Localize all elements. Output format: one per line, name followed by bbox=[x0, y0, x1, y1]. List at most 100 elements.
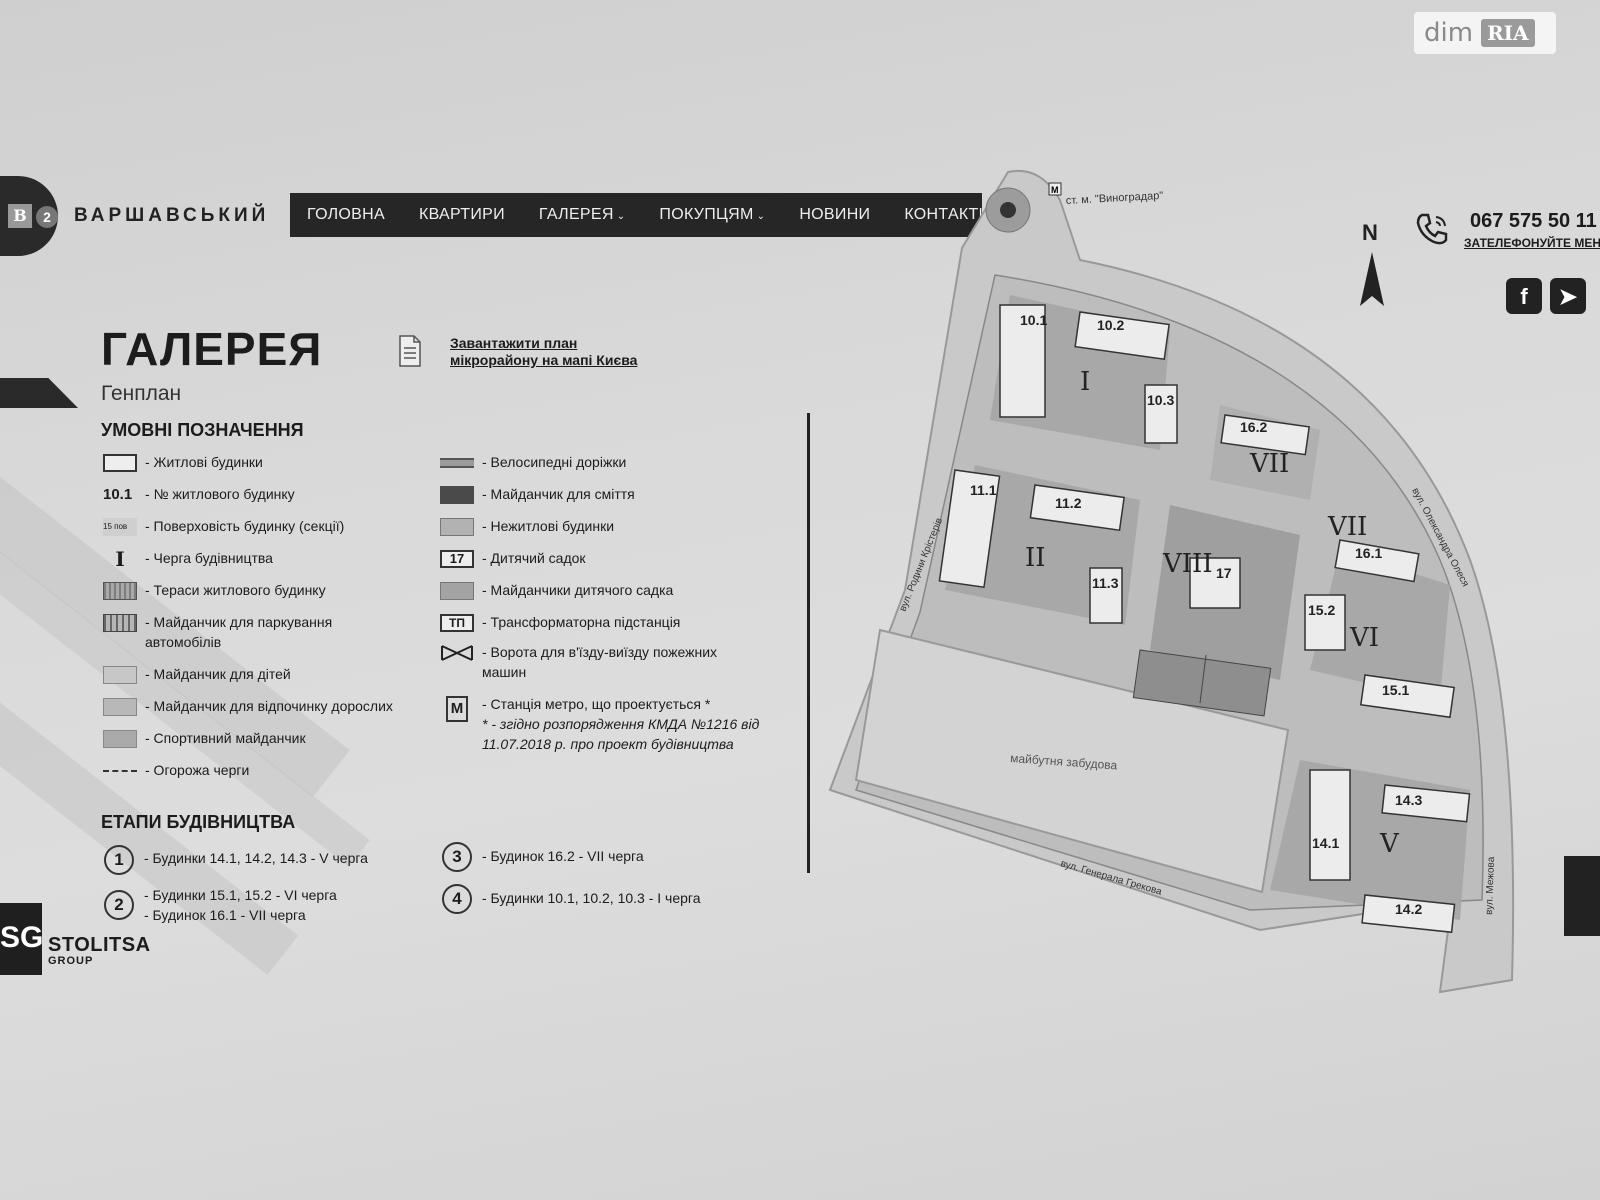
building-11-1 bbox=[938, 469, 1001, 589]
legend-text: - Тераси житлового будинку bbox=[145, 582, 326, 598]
trash-area-symbol bbox=[440, 486, 474, 504]
queue-labels: I II VII VIII VII VI V bbox=[1025, 367, 1400, 859]
facebook-icon[interactable]: f bbox=[1506, 278, 1542, 314]
stage-number: 2 bbox=[104, 890, 134, 920]
legend-text: - Велосипедні доріжки bbox=[482, 454, 627, 470]
legend-item: - Майданчики дитячого садка bbox=[440, 580, 673, 600]
developer-logo: SG bbox=[0, 903, 42, 975]
legend-item: - Житлові будинки bbox=[103, 452, 263, 472]
building-10-2 bbox=[1074, 311, 1170, 361]
metro-station-label: ст. м. "Виноградар" bbox=[1066, 190, 1164, 207]
stage-number: 3 bbox=[442, 842, 472, 872]
download-link-line: мікрорайону на мапі Києва bbox=[450, 352, 638, 368]
north-arrow-icon bbox=[1360, 252, 1384, 306]
legend-item: ТП - Трансформаторна підстанція bbox=[440, 612, 680, 632]
legend-heading: УМОВНІ ПОЗНАЧЕННЯ bbox=[101, 420, 304, 440]
sports-ground-symbol bbox=[103, 730, 137, 748]
side-tab[interactable] bbox=[1564, 856, 1600, 936]
legend-text: - Ворота для в'їзду-виїзду пожежних маши… bbox=[482, 644, 718, 680]
download-plan-link[interactable]: Завантажити план мікрорайону на мапі Киє… bbox=[450, 335, 637, 369]
bike-path-symbol bbox=[440, 458, 474, 468]
kindergarten-area-symbol bbox=[440, 582, 474, 600]
building-label: 15.1 bbox=[1382, 682, 1409, 698]
nav-label: КВАРТИРИ bbox=[418, 206, 505, 223]
legend-text: - Поверховість будинку (секції) bbox=[145, 518, 345, 534]
queue-label: V bbox=[1379, 829, 1400, 859]
fire-gate-icon bbox=[441, 645, 473, 661]
chevron-down-icon: ⌄ bbox=[616, 211, 626, 222]
legend-text: - Майданчик для сміття bbox=[482, 486, 635, 502]
building-number-symbol: 10.1 bbox=[103, 486, 133, 503]
nav-item-apartments[interactable]: КВАРТИРИ bbox=[419, 206, 505, 224]
nav-item-buyers[interactable]: ПОКУПЦЯМ⌄ bbox=[659, 206, 765, 224]
building-label: 14.1 bbox=[1312, 835, 1339, 851]
brand-logo[interactable]: B 2 ВАРШАВСЬКИЙ bbox=[0, 176, 269, 256]
legend-item: - Майданчик для дітей bbox=[103, 664, 291, 684]
roundabout-center bbox=[1000, 202, 1016, 218]
adults-area-symbol bbox=[103, 698, 137, 716]
stage-text: - Будинки 14.1, 14.2, 14.3 - V черга bbox=[144, 850, 368, 866]
phone-icon[interactable] bbox=[1412, 209, 1452, 249]
metro-note: * - згідно розпорядження КМДА №1216 від … bbox=[482, 716, 760, 752]
legend-text: - Житлові будинки bbox=[145, 454, 263, 470]
building-label: 16.1 bbox=[1355, 545, 1382, 561]
nav-item-contacts[interactable]: КОНТАКТИ bbox=[904, 206, 990, 224]
download-link-line: Завантажити план bbox=[450, 335, 578, 351]
queue-label: I bbox=[1080, 367, 1090, 397]
metro-legend-text: - Станція метро, що проектується * bbox=[482, 696, 711, 712]
kids-playground-symbol bbox=[103, 666, 137, 684]
nav-label: ПОКУПЦЯМ bbox=[659, 206, 754, 223]
telegram-icon[interactable]: ➤ bbox=[1550, 278, 1586, 314]
page-title: ГАЛЕРЕЯ bbox=[101, 323, 323, 375]
site-plan-map[interactable]: майбутня забудова ст. м. "Виноградар" M … bbox=[816, 148, 1600, 998]
legend-item: - Майданчик для паркування автомобілів bbox=[103, 612, 403, 652]
legend-text: - Майданчик для відпочинку дорослих bbox=[145, 698, 393, 714]
building-label: 11.1 bbox=[970, 482, 997, 498]
legend-item: - Майданчик для сміття bbox=[440, 484, 635, 504]
legend-item: - Майданчик для відпочинку дорослих bbox=[103, 696, 393, 716]
building-label: 10.1 bbox=[1020, 312, 1047, 328]
legend-item: 15 пов - Поверховість будинку (секції) bbox=[103, 516, 344, 536]
legend-text: - Спортивний майданчик bbox=[145, 730, 306, 746]
watermark-ria: RIA bbox=[1481, 19, 1535, 47]
building-14-3 bbox=[1381, 784, 1471, 823]
legend-text: - Огорожа черги bbox=[145, 762, 250, 778]
queue-label: VI bbox=[1349, 623, 1379, 653]
kindergarten-symbol: 17 bbox=[440, 550, 474, 568]
legend-item: - Огорожа черги bbox=[103, 760, 249, 780]
main-nav: ГОЛОВНА КВАРТИРИ ГАЛЕРЕЯ⌄ ПОКУПЦЯМ⌄ НОВИ… bbox=[290, 193, 990, 237]
queue-label: VII bbox=[1249, 449, 1289, 479]
legend-item: - Велосипедні доріжки bbox=[440, 452, 626, 472]
nav-item-news[interactable]: НОВИНИ bbox=[799, 206, 870, 224]
building-10-3 bbox=[1144, 384, 1178, 444]
building-15-2 bbox=[1304, 594, 1346, 651]
nav-label: ГОЛОВНА bbox=[307, 206, 385, 223]
building-labels: 10.1 10.2 10.3 11.1 11.2 11.3 16.2 16.1 … bbox=[970, 312, 1422, 917]
building-label: 15.2 bbox=[1308, 602, 1335, 618]
developer-name: STOLITSA bbox=[48, 934, 151, 956]
legend-item: - Спортивний майданчик bbox=[103, 728, 306, 748]
nav-label: ГАЛЕРЕЯ bbox=[538, 206, 614, 223]
legend-text: - Черга будівництва bbox=[145, 550, 273, 566]
nav-item-home[interactable]: ГОЛОВНА bbox=[307, 206, 385, 224]
legend-text: - Станція метро, що проектується * * - з… bbox=[482, 694, 782, 754]
callback-link[interactable]: ЗАТЕЛЕФОНУЙТЕ МЕНІ bbox=[1464, 236, 1600, 250]
building-16-1 bbox=[1334, 539, 1420, 583]
building-label: 11.3 bbox=[1092, 575, 1119, 591]
legend-item: M - Станція метро, що проектується * * -… bbox=[440, 694, 790, 754]
phone-number[interactable]: 067 575 50 11 bbox=[1470, 210, 1597, 232]
nav-item-gallery[interactable]: ГАЛЕРЕЯ⌄ bbox=[539, 206, 625, 224]
courtyard-VI bbox=[1310, 550, 1450, 700]
building-label: 10.3 bbox=[1147, 392, 1174, 408]
legend-item: 17 - Дитячий садок bbox=[440, 548, 586, 568]
building-label: 11.2 bbox=[1055, 495, 1082, 511]
watermark-dim: dim bbox=[1424, 18, 1474, 48]
north-label: N bbox=[1362, 220, 1378, 245]
building-10-1 bbox=[999, 304, 1046, 418]
nav-label: НОВИНИ bbox=[799, 206, 871, 223]
building-11-3 bbox=[1089, 567, 1123, 624]
document-icon[interactable] bbox=[396, 334, 424, 368]
stage-text: - Будинки 10.1, 10.2, 10.3 - I черга bbox=[482, 890, 701, 906]
stage-text: - Будинки 15.1, 15.2 - VI черга bbox=[144, 887, 337, 903]
page-subtitle: Генплан bbox=[101, 382, 182, 405]
